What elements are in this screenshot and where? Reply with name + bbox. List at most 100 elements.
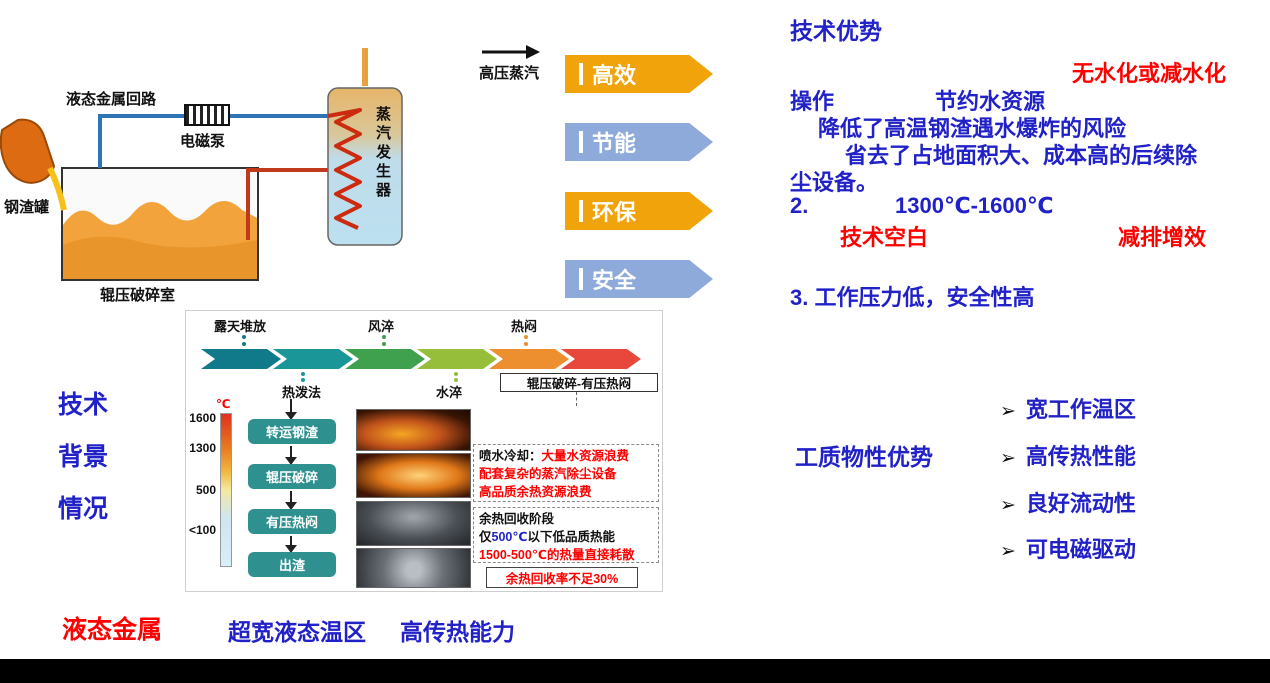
- banner-label: 安全: [592, 268, 637, 293]
- stage-label-water-quench: 水淬: [436, 385, 463, 400]
- flow-arrow: [290, 491, 292, 503]
- flow-arrow: [290, 399, 292, 413]
- flow-step: 出渣: [248, 552, 336, 577]
- bullet-label: 宽工作温区: [1025, 397, 1136, 422]
- note-label: 喷水冷却：: [479, 449, 542, 463]
- stage-label-air-quench: 风淬: [368, 319, 395, 334]
- arrow-bullet-icon: ➢: [1000, 448, 1016, 469]
- workfluid-bullet-row: ➢ 高传热性能: [1000, 439, 1136, 471]
- workfluid-bullet-row: ➢宽工作温区: [1000, 392, 1136, 424]
- bottom-letterbox-bar: [0, 659, 1270, 683]
- adv-emission-gain: 减排增效: [1118, 225, 1207, 250]
- steam-arrow-head: [526, 45, 540, 59]
- stage-label-open-dump: 露天堆放: [214, 319, 267, 334]
- liquid-metal-loop-schematic: [0, 45, 540, 281]
- photo-slag-discharge: [356, 548, 471, 588]
- note-blue-text: 500℃: [491, 530, 528, 544]
- flow-arrow: [290, 536, 292, 546]
- ladle-label: 钢渣罐: [4, 199, 50, 216]
- workfluid-bullet-row: ➢可电磁驱动: [1000, 532, 1136, 564]
- adv-explosion-risk: 降低了高温钢渣遇水爆炸的风险: [818, 116, 1127, 141]
- note-text: 以下低品质热能: [527, 530, 616, 544]
- dashed-connector: [576, 392, 577, 406]
- banner-bar-icon: [579, 131, 583, 153]
- footer-liquid-metal: 液态金属: [62, 616, 163, 644]
- adv-temperature-range: 1300℃-1600℃: [895, 193, 1054, 218]
- banner-label: 节能: [592, 131, 637, 156]
- process-stage-chevron: [489, 349, 569, 369]
- stage-label-hot-smother: 热闷: [511, 319, 538, 334]
- note-line: 1500-500℃的热量直接耗散: [479, 548, 635, 562]
- bullet-label: 良好流动性: [1025, 491, 1136, 516]
- connector-dot: [242, 335, 246, 339]
- note-text: 仅: [479, 530, 492, 544]
- banner-efficient: 高效: [565, 55, 713, 93]
- flow-arrow-head: [285, 545, 297, 559]
- pipe-cold: [98, 114, 184, 168]
- adv-tech-blank: 技术空白: [840, 225, 929, 250]
- note-recovery-rate: 余热回收率不足30%: [486, 567, 638, 588]
- photo-pressure-smothering: [356, 501, 471, 546]
- workfluid-title: 工质物性优势: [795, 444, 933, 470]
- banner-label: 高效: [592, 63, 637, 88]
- process-stage-chevron: [201, 349, 281, 369]
- advantages-title: 技术优势: [790, 18, 882, 44]
- bullet-label: 可电磁驱动: [1025, 537, 1136, 562]
- note-water-waste: 喷水冷却：大量水资源浪费 配套复杂的蒸汽除尘设备 高品质余热资源浪费: [473, 444, 659, 502]
- banner-bar-icon: [579, 268, 583, 290]
- generator-label: 蒸汽发生器: [374, 106, 391, 201]
- adv-item2-number: 2.: [790, 193, 809, 218]
- bullet-label: 高传热性能: [1025, 444, 1136, 469]
- connector-dot: [382, 342, 386, 346]
- flow-arrow: [290, 446, 292, 458]
- footer-heat-transfer: 高传热能力: [400, 619, 515, 645]
- banner-bar-icon: [579, 63, 583, 85]
- footer-wide-range: 超宽液态温区: [228, 619, 366, 645]
- workfluid-bullet-row: ➢良好流动性: [1000, 486, 1136, 518]
- section-label-background: 背景: [58, 443, 109, 471]
- note-line: 余热回收阶段: [479, 512, 555, 526]
- adv-item3: 3. 工作压力低，安全性高: [790, 285, 1035, 310]
- process-stage-chevron: [345, 349, 425, 369]
- temp-tick: 1300: [189, 441, 216, 455]
- connector-dot: [382, 335, 386, 339]
- stage-label-roller-crush-boxed: 辊压破碎-有压热闷: [500, 373, 658, 392]
- electromagnetic-pump-symbol: [184, 104, 230, 126]
- section-label-situation: 情况: [58, 495, 109, 523]
- temp-tick: 1600: [189, 411, 216, 425]
- connector-dot: [524, 342, 528, 346]
- chamber-label: 辊压破碎室: [100, 287, 176, 304]
- flow-arrow-head: [285, 457, 297, 471]
- photo-slag-transfer: [356, 409, 471, 451]
- connector-dot: [242, 342, 246, 346]
- banner-energy-saving: 节能: [565, 123, 713, 161]
- note-line: 仅500℃以下低品质热能: [479, 528, 653, 546]
- section-label-tech: 技术: [58, 391, 109, 419]
- molten-slag-shade: [63, 236, 257, 279]
- pump-label: 电磁泵: [180, 133, 226, 150]
- connector-dot: [454, 372, 458, 376]
- pour-stream: [47, 166, 67, 211]
- adv-dewatering: 无水化或减水化: [1072, 61, 1227, 86]
- flow-arrow-head: [285, 412, 297, 426]
- process-stage-chevron: [417, 349, 497, 369]
- steel-slag-process-image: 露天堆放 风淬 热闷 热泼法 水淬 辊压破碎-有压热闷 ℃ 1600 1300 …: [185, 310, 663, 592]
- temp-tick: 500: [195, 483, 216, 497]
- connector-dot: [301, 378, 305, 382]
- flow-step: 有压热闷: [248, 509, 336, 534]
- pipe-hot: [246, 168, 328, 240]
- connector-dot: [301, 372, 305, 376]
- banner-label: 环保: [592, 200, 637, 225]
- loop-label: 液态金属回路: [66, 91, 157, 108]
- note-red-text: 大量水资源浪费: [541, 449, 630, 463]
- adv-dust-line1: 省去了占地面积大、成本高的后续除: [845, 143, 1198, 168]
- steam-out-label: 高压蒸汽: [479, 65, 540, 82]
- flow-step: 辊压破碎: [248, 464, 336, 489]
- process-stage-chevron: [273, 349, 353, 369]
- generator-coil: [327, 108, 362, 230]
- note-heat-loss: 余热回收阶段 仅500℃以下低品质热能 1500-500℃的热量直接耗散: [473, 507, 659, 563]
- temperature-scale-bar: [220, 413, 232, 567]
- temp-tick: <100: [188, 523, 216, 537]
- banner-eco-friendly: 环保: [565, 192, 713, 230]
